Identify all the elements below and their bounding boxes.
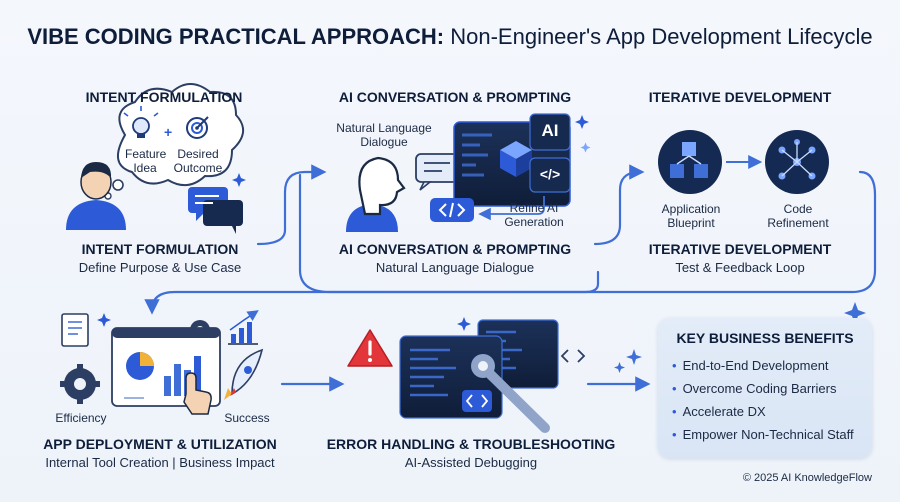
benefits-panel: KEY BUSINESS BENEFITS End-to-End Develop… [658,318,872,458]
ai-badge: AI [541,121,559,140]
blueprint-label: Application Blueprint [661,202,721,230]
thought-cloud [117,83,244,187]
iterative-illustration [658,130,829,194]
intent-subtitle: Define Purpose & Use Case [78,260,242,275]
title-bold: VIBE CODING PRACTICAL APPROACH: [27,24,445,49]
network-icon [765,130,829,194]
code-tag-icon [438,202,466,218]
feature-idea-label: Feature Idea [125,147,167,175]
intent-illustration [66,83,246,234]
copyright-footer: © 2025 AI KnowledgeFlow [742,472,872,484]
title-regular: Non-Engineer's App Development Lifecycle [450,24,873,49]
gear-large-icon [60,364,100,404]
benefit-item: Accelerate DX [672,400,854,423]
deployment-illustration [60,310,264,415]
efficiency-label: Efficiency [55,411,107,425]
chat-bubbles-icon [188,187,243,234]
arrow-ai-to-iterative [593,164,645,246]
bar-chart-icon [228,310,259,345]
benefits-heading: KEY BUSINESS BENEFITS [676,330,854,346]
refinement-label: Code Refinement [767,202,829,230]
arrow-intent-to-ai [256,164,327,246]
blueprint-icon [658,130,722,194]
code-badge: </> [539,166,561,182]
benefit-item: Empower Non-Technical Staff [672,423,854,446]
speech-bubble-icon [415,153,461,191]
arrow-iterative-loop [298,170,877,294]
error-heading: ERROR HANDLING & TROUBLESHOOTING [326,436,616,452]
ai-heading: AI CONVERSATION & PROMPTING [338,241,572,257]
error-illustration [347,317,586,433]
code-tag-small-icon [462,390,492,412]
target-icon [186,116,209,139]
iterative-top-title: ITERATIVE DEVELOPMENT [648,89,832,105]
benefits-list: End-to-End Development Overcome Coding B… [672,354,854,446]
success-label: Success [224,411,270,425]
dialogue-label: Natural Language Dialogue [336,121,432,149]
plus-sign: + [164,124,173,140]
rocket-icon [224,348,264,400]
iterative-heading: ITERATIVE DEVELOPMENT [648,241,832,257]
refine-label: Refine AI Generation [504,201,564,229]
connector-arrows [144,164,877,392]
intent-top-title: INTENT FORMULATION [85,89,243,105]
document-icon [61,313,89,347]
ai-illustration [346,113,591,232]
ai-subtitle: Natural Language Dialogue [375,260,535,275]
page-title: VIBE CODING PRACTICAL APPROACH: Non-Engi… [0,24,900,50]
benefit-item: Overcome Coding Barriers [672,377,854,400]
arrow-to-deployment [144,270,600,315]
sparkle-icons [614,302,866,373]
iterative-subtitle: Test & Feedback Loop [675,260,805,275]
desired-outcome-label: Desired Outcome [173,147,223,175]
deployment-heading: APP DEPLOYMENT & UTILIZATION [43,436,277,452]
wrench-icon [471,354,550,433]
hand-pointer-icon [183,372,212,415]
benefit-item: End-to-End Development [672,354,854,377]
ai-top-title: AI CONVERSATION & PROMPTING [338,89,572,105]
cube-icon [500,141,532,177]
error-subtitle: AI-Assisted Debugging [404,455,538,470]
code-brackets-icon [560,349,586,363]
deployment-subtitle: Internal Tool Creation | Business Impact [45,455,275,470]
lightbulb-icon [123,106,159,138]
person-side-icon [346,156,406,232]
intent-heading: INTENT FORMULATION [81,241,239,257]
warning-icon [347,329,393,367]
person-icon [66,162,126,230]
